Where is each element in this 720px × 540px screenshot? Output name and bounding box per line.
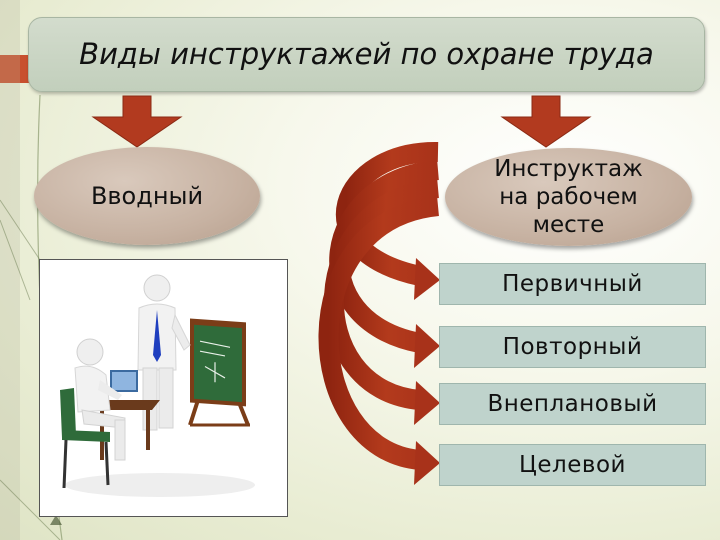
node-workplace: Инструктаж на рабочем месте <box>445 148 692 246</box>
subtype-label: Целевой <box>519 452 626 478</box>
subtype-label: Повторный <box>502 334 643 360</box>
arrowhead-repeat <box>414 324 440 368</box>
subtype-label: Первичный <box>502 271 643 297</box>
arrowhead-target <box>414 441 440 485</box>
title-box: Виды инструктажей по охране труда <box>28 17 705 92</box>
subtype-box-primary: Первичный <box>439 263 706 305</box>
arrowhead-unscheduled <box>414 381 440 425</box>
node-introductory: Вводный <box>34 147 260 245</box>
training-scene-icon <box>60 274 255 497</box>
training-illustration <box>39 259 288 517</box>
down-arrow-left <box>91 95 183 148</box>
subtype-box-unscheduled: Внеплановый <box>439 383 706 425</box>
node-introductory-label: Вводный <box>90 182 204 210</box>
subtype-box-target: Целевой <box>439 444 706 486</box>
arrowhead-primary <box>414 258 440 300</box>
curved-arrow-1 <box>335 141 439 286</box>
down-arrow-right <box>500 95 592 148</box>
slide-title: Виды инструктажей по охране труда <box>79 37 654 71</box>
subtype-label: Внеплановый <box>487 391 658 417</box>
subtype-box-repeat: Повторный <box>439 326 706 368</box>
curved-arrow-4 <box>318 196 440 470</box>
node-workplace-label: Инструктаж на рабочем месте <box>494 156 643 238</box>
